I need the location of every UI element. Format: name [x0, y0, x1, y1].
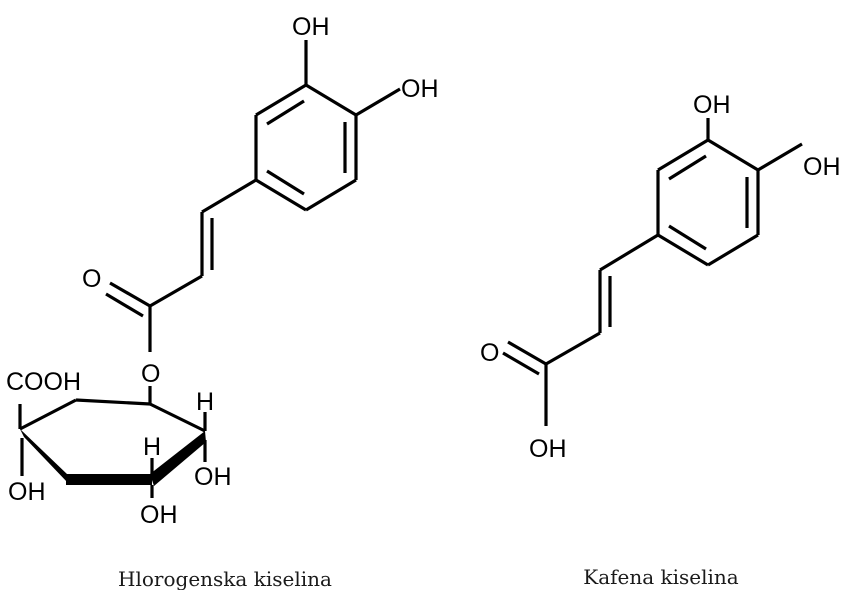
bond — [105, 292, 144, 318]
bond — [707, 233, 759, 267]
bond — [19, 398, 77, 431]
bond — [507, 340, 547, 366]
bond — [149, 402, 206, 433]
caption-chlorogenic-acid: Hlorogenska kiselina — [118, 567, 332, 590]
chlorogenic-acid-structure: OH OH O O COOH H H OH OH OH Hlorogenska … — [6, 13, 439, 590]
bond — [355, 87, 401, 117]
bond — [75, 398, 151, 406]
bond — [255, 178, 307, 212]
bond — [502, 351, 540, 376]
bond — [305, 83, 357, 117]
bond — [757, 142, 803, 172]
atom-label-oh: OH — [292, 13, 330, 41]
wedge-bond — [66, 474, 152, 485]
bond — [599, 233, 659, 272]
bond — [545, 331, 601, 366]
bond — [657, 138, 709, 172]
bond — [305, 178, 357, 212]
atom-label-oh: OH — [401, 75, 439, 103]
bond — [266, 169, 305, 196]
bond — [657, 233, 709, 267]
atom-label-o: O — [82, 265, 101, 293]
caption-caffeic-acid: Kafena kiselina — [583, 565, 739, 589]
atom-label-cooh: COOH — [6, 368, 81, 396]
atom-label-oh: OH — [140, 501, 178, 529]
wedge-bond — [150, 431, 206, 486]
bond — [668, 154, 707, 181]
bond — [266, 99, 305, 126]
bond — [255, 83, 307, 117]
atom-label-h: H — [196, 388, 214, 416]
atom-label-o: O — [480, 339, 499, 367]
bond — [668, 224, 707, 251]
caffeic-acid-structure: OH OH O OH Kafena kiselina — [480, 91, 841, 589]
catechol-ring-left — [254, 40, 401, 212]
catechol-ring-right — [656, 118, 803, 267]
bond — [201, 178, 257, 214]
wedge-bond — [20, 429, 68, 483]
atom-label-oh: OH — [529, 435, 567, 463]
quinic-acid-ring — [18, 398, 207, 498]
atom-label-o: O — [141, 360, 160, 388]
atom-label-h: H — [143, 433, 161, 461]
atom-label-oh: OH — [8, 478, 46, 506]
bond — [149, 274, 203, 308]
atom-label-oh: OH — [803, 153, 841, 181]
atom-label-oh: OH — [194, 463, 232, 491]
bond — [707, 138, 759, 172]
bond — [109, 281, 151, 308]
atom-label-oh: OH — [693, 91, 731, 119]
